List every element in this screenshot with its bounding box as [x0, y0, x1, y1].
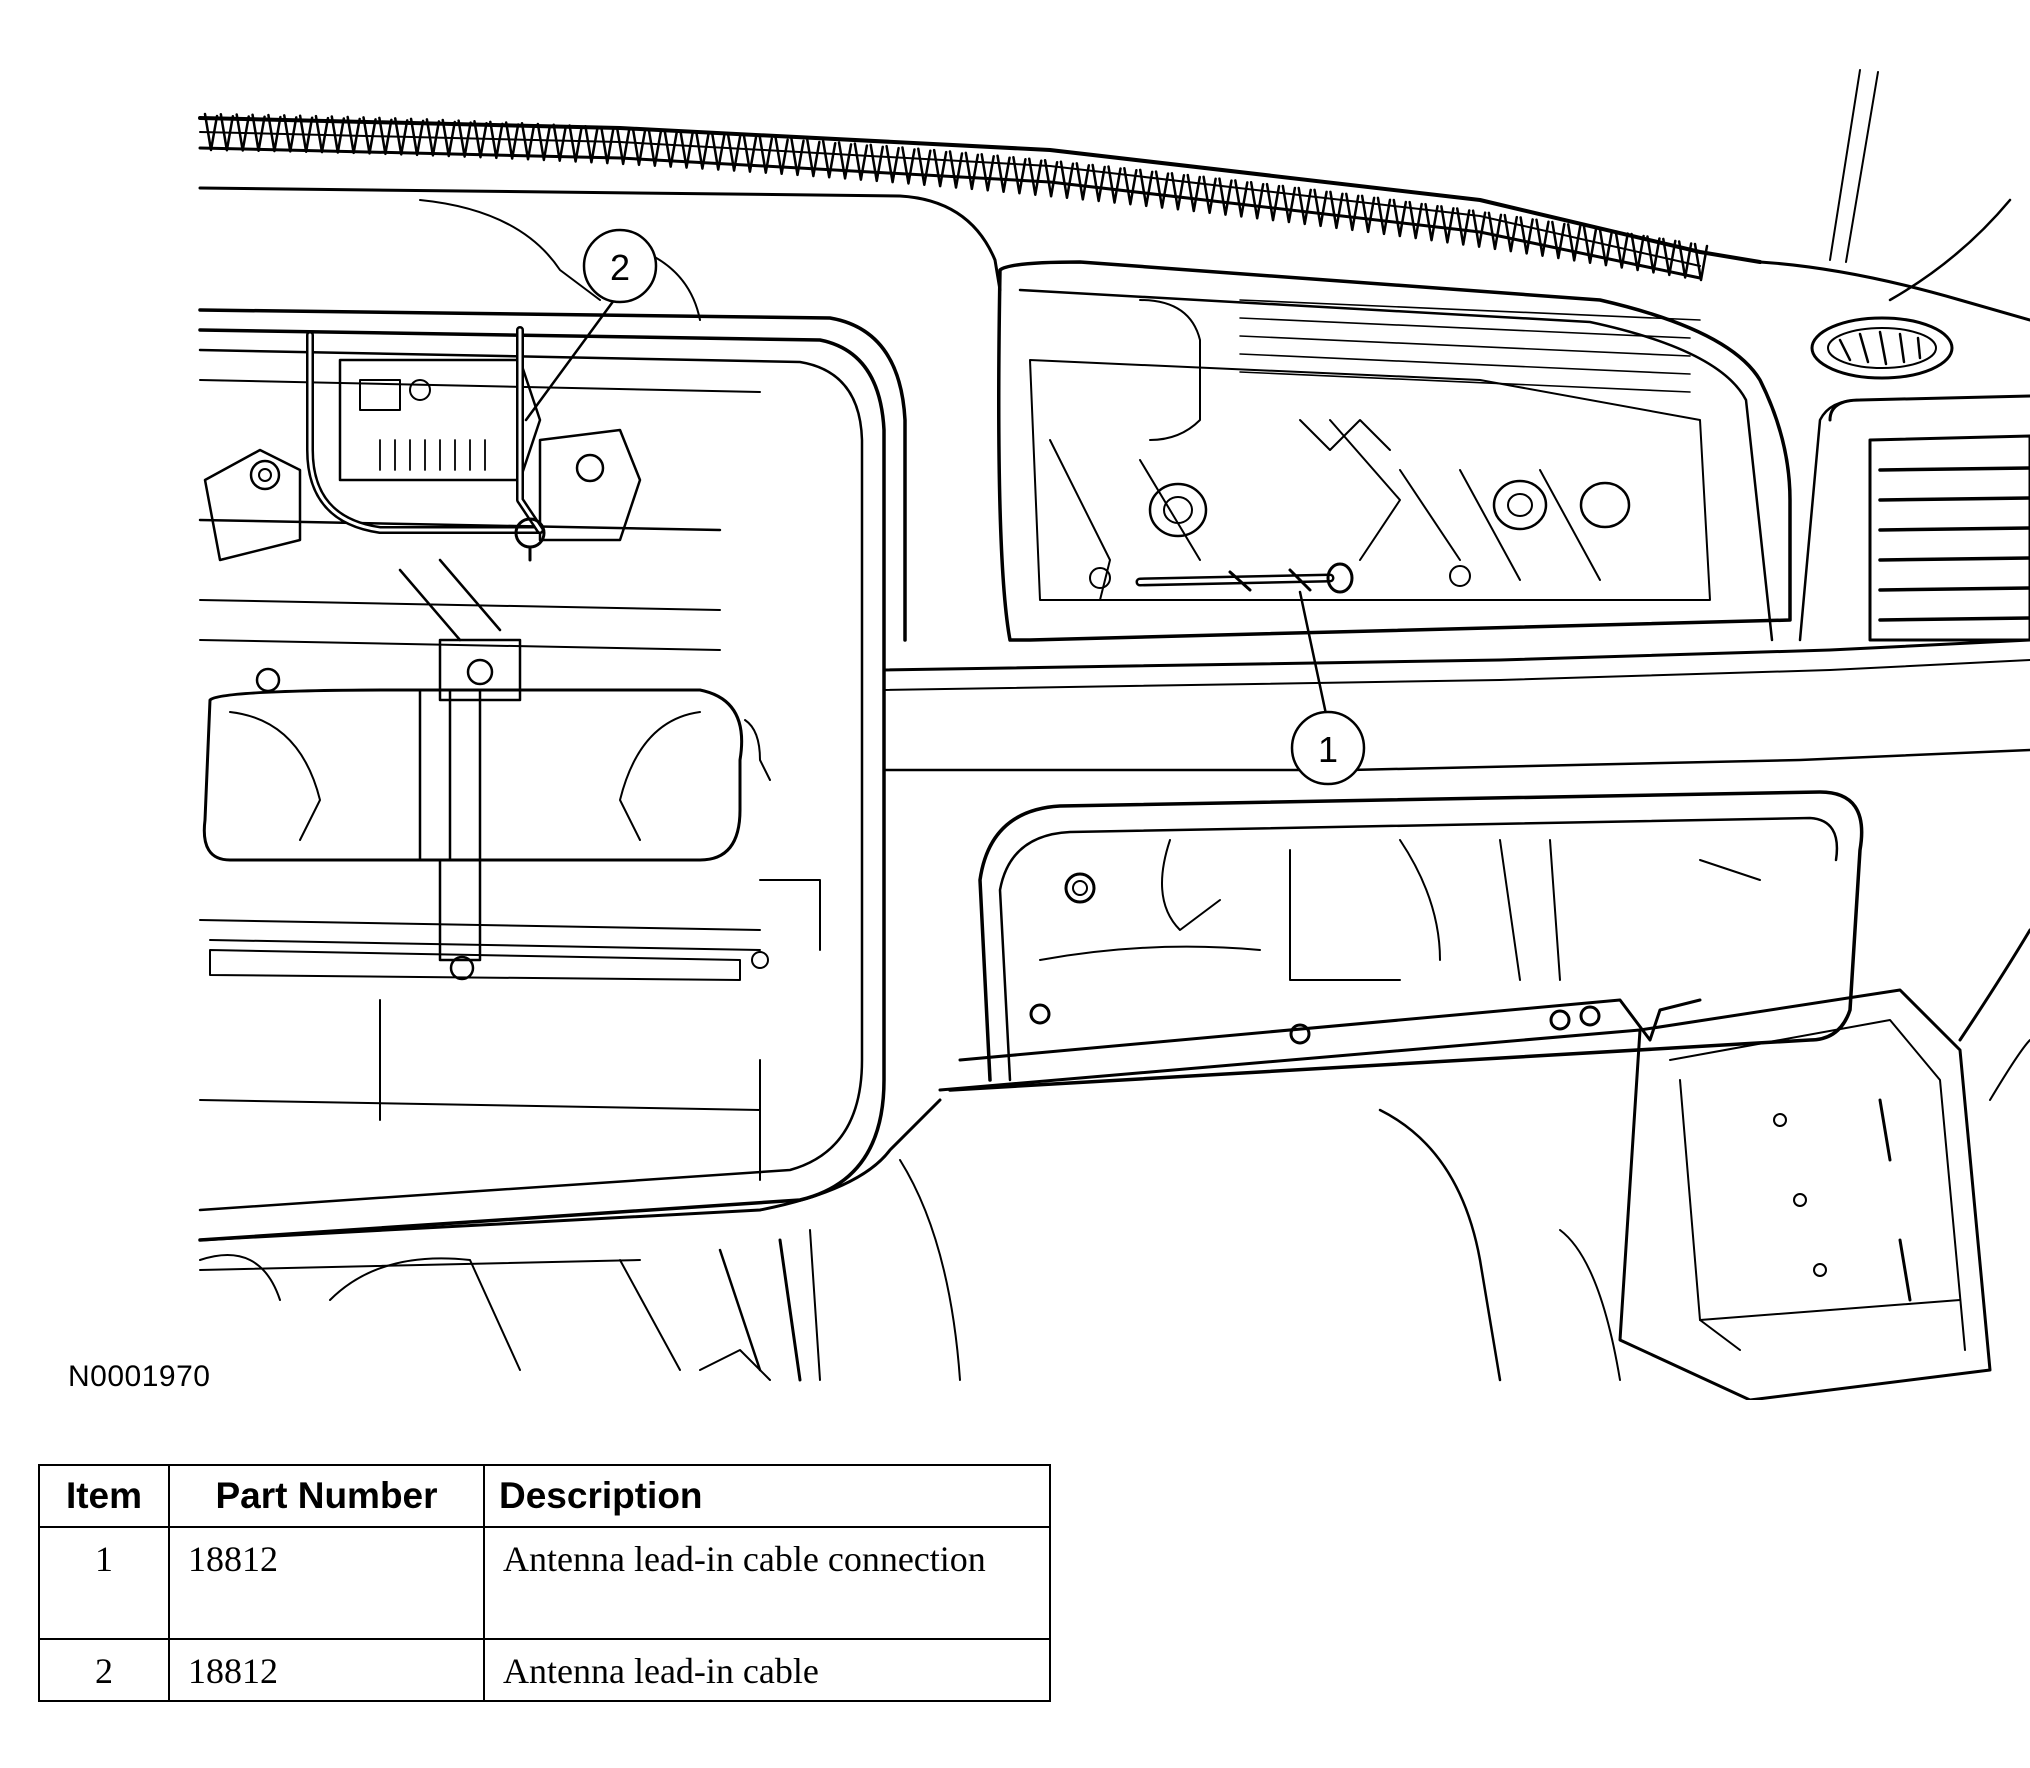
cell-description: Antenna lead-in cable connection [483, 1526, 1051, 1640]
figure-id: N0001970 [68, 1360, 211, 1393]
instrument-panel-illustration: 2 1 [198, 69, 2030, 1400]
lead-in-cable [306, 326, 546, 562]
cell-part-number: 18812 [168, 1526, 485, 1640]
cell-description: Antenna lead-in cable [483, 1638, 1051, 1702]
header-item: Item [38, 1464, 170, 1528]
cell-part-number: 18812 [168, 1638, 485, 1702]
cable-connection [1135, 562, 1354, 594]
table-row: 1 18812 Antenna lead-in cable connection [38, 1526, 1051, 1640]
panel-midline [882, 638, 2030, 672]
cell-item: 1 [38, 1526, 170, 1640]
panel-top-surface [198, 186, 1002, 292]
glovebox-door [1618, 988, 1992, 1400]
air-vent-round [1810, 316, 1954, 380]
upper-opening [997, 260, 1792, 642]
lower-trim [198, 1098, 942, 1242]
windshield-edge [1758, 260, 2030, 322]
air-vent-rect [1798, 394, 2030, 642]
a-pillar [1829, 69, 1861, 261]
header-part-number: Part Number [168, 1464, 485, 1528]
callout-1: 1 [1290, 590, 1366, 786]
parts-table: Item Part Number Description 1 18812 Ant… [38, 1464, 1051, 1702]
table-header-row: Item Part Number Description [38, 1464, 1051, 1528]
defroster-grille [198, 112, 1762, 282]
callout-2-label: 2 [610, 247, 630, 288]
left-opening-internals [198, 358, 821, 1181]
glovebox-opening [948, 790, 1864, 1092]
callout-2: 2 [524, 228, 658, 422]
table-row: 2 18812 Antenna lead-in cable [38, 1638, 1051, 1702]
cell-item: 2 [38, 1638, 170, 1702]
callout-1-label: 1 [1318, 729, 1338, 770]
header-description: Description [483, 1464, 1051, 1528]
